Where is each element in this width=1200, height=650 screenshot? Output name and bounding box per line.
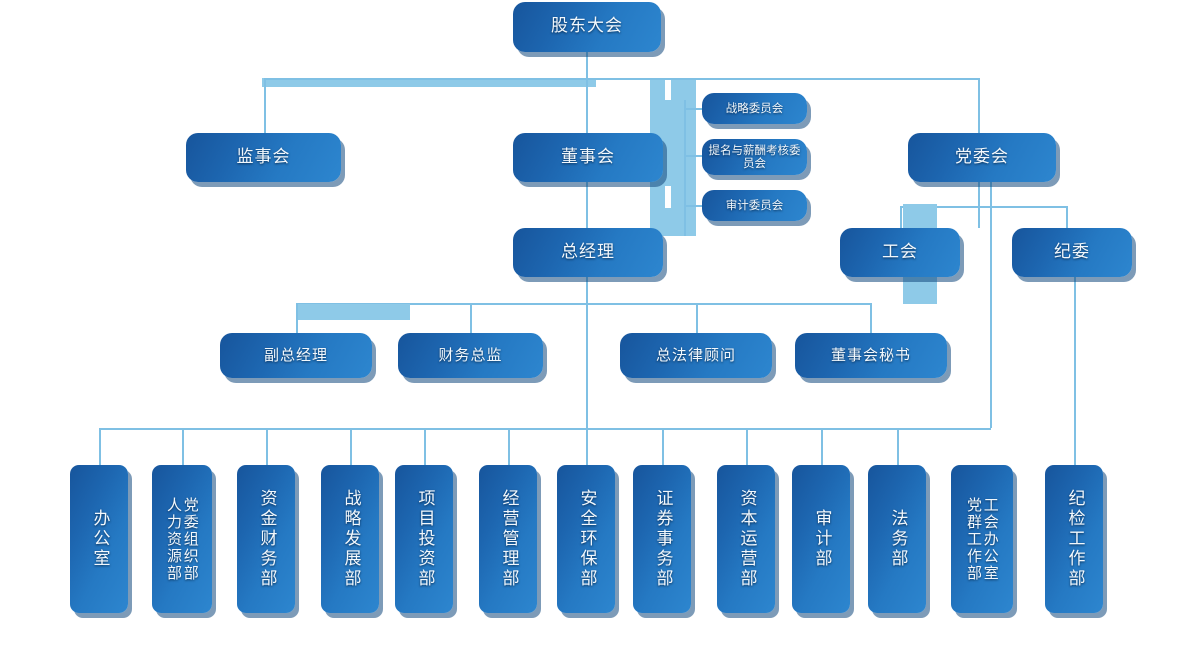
node-label: 项目投资部: [414, 489, 435, 589]
node-department-safety-environment[interactable]: 安全环保部: [557, 465, 615, 613]
connector-drop-supervisors: [264, 78, 266, 133]
node-department-project-investment[interactable]: 项目投资部: [395, 465, 453, 613]
connector-committee-strategy: [684, 108, 702, 110]
connector-band-top-bus: [262, 78, 596, 87]
connector-drop-dept-1: [99, 428, 101, 465]
node-label: 党委会: [955, 146, 1009, 167]
node-party-committee[interactable]: 党委会: [908, 133, 1056, 182]
node-department-party-org-hr[interactable]: 党委组织部人力资源部: [152, 465, 212, 613]
node-board-of-supervisors[interactable]: 监事会: [186, 133, 341, 182]
node-general-manager[interactable]: 总经理: [513, 228, 663, 277]
node-label: 董事会: [561, 146, 615, 167]
node-department-discipline-inspection[interactable]: 纪检工作部: [1045, 465, 1103, 613]
node-strategy-committee[interactable]: 战略委员会: [702, 93, 807, 124]
node-label: 总经理: [561, 241, 615, 262]
node-label: 工会办公室: [981, 496, 1000, 582]
node-department-operations-mgmt[interactable]: 经营管理部: [479, 465, 537, 613]
node-label: 法务部: [887, 509, 908, 569]
connector-party-bus: [900, 206, 1067, 208]
node-label: 资本运营部: [736, 489, 757, 589]
connector-drop-dept-3: [266, 428, 268, 465]
node-label: 战略委员会: [725, 100, 784, 115]
connector-drop-dept-5: [424, 428, 426, 465]
node-cfo[interactable]: 财务总监: [398, 333, 543, 378]
node-label: 证券事务部: [652, 489, 673, 589]
node-general-counsel[interactable]: 总法律顾问: [620, 333, 772, 378]
connector-officer-bus: [296, 303, 872, 305]
node-label: 股东大会: [551, 16, 623, 37]
connector-committee-riser: [684, 100, 686, 236]
node-label: 审计委员会: [725, 197, 784, 212]
connector-shareholders-stem: [586, 52, 588, 78]
connector-committee-nomination: [684, 155, 702, 157]
node-board-of-directors[interactable]: 董事会: [513, 133, 663, 182]
node-label: 审计部: [811, 509, 832, 569]
node-label: 董事会秘书: [830, 345, 911, 364]
node-label: 人力资源部: [165, 496, 183, 582]
node-board-secretary[interactable]: 董事会秘书: [795, 333, 947, 378]
node-label: 总法律顾问: [655, 345, 736, 364]
node-label: 资金财务部: [256, 489, 277, 589]
connector-drop-labor-union: [900, 206, 902, 228]
connector-drop-dept-7: [586, 428, 588, 465]
connector-drop-dept-8: [662, 428, 664, 465]
node-label: 战略发展部: [340, 489, 361, 589]
connector-drop-dept-2: [182, 428, 184, 465]
connector-drop-dept-10: [821, 428, 823, 465]
node-label: 副总经理: [263, 345, 328, 364]
node-label: 安全环保部: [576, 489, 597, 589]
node-department-capital-operations[interactable]: 资本运营部: [717, 465, 775, 613]
connector-drop-party-committee: [978, 78, 980, 133]
connector-department-bus: [99, 428, 991, 430]
node-label: 财务总监: [438, 345, 503, 364]
department-label-stack: 工会办公室党群工作部: [965, 465, 1000, 613]
node-department-union-office-party-mass[interactable]: 工会办公室党群工作部: [951, 465, 1013, 613]
connector-band-committee-gap-2: [665, 186, 671, 208]
connector-drop-board: [586, 78, 588, 133]
node-department-legal-dept[interactable]: 法务部: [868, 465, 926, 613]
connector-band-officer-bus: [298, 304, 410, 320]
connector-committee-audit: [684, 205, 702, 207]
node-label: 提名与薪酬考核委员会: [708, 142, 801, 170]
node-label: 监事会: [236, 146, 291, 167]
connector-drop-board-secretary: [870, 303, 872, 333]
connector-board-to-gm: [586, 182, 588, 228]
connector-drop-dept-11: [897, 428, 899, 465]
connector-discipline-to-dept: [1074, 277, 1076, 465]
node-label: 党委组织部: [181, 496, 200, 582]
connector-drop-cfo: [470, 303, 472, 333]
node-department-strategy-dev[interactable]: 战略发展部: [321, 465, 379, 613]
connector-gm-stem: [586, 277, 588, 304]
node-label: 党群工作部: [965, 496, 983, 582]
node-deputy-general-manager[interactable]: 副总经理: [220, 333, 372, 378]
connector-band-committee-gap-1: [665, 78, 671, 100]
connector-drop-dept-6: [508, 428, 510, 465]
node-audit-committee[interactable]: 审计委员会: [702, 190, 807, 221]
node-department-office[interactable]: 办公室: [70, 465, 128, 613]
node-label: 经营管理部: [498, 489, 519, 589]
connector-gm-to-dept-stem: [586, 303, 588, 428]
department-label-stack: 党委组织部人力资源部: [165, 465, 200, 613]
connector-drop-general-counsel: [696, 303, 698, 333]
node-department-securities-affairs[interactable]: 证券事务部: [633, 465, 691, 613]
connector-drop-discipline: [1066, 206, 1068, 228]
node-label: 纪检工作部: [1064, 489, 1085, 589]
node-label: 工会: [882, 241, 918, 262]
connector-drop-dept-9: [746, 428, 748, 465]
node-shareholders-meeting[interactable]: 股东大会: [513, 2, 661, 52]
node-department-finance[interactable]: 资金财务部: [237, 465, 295, 613]
connector-top-bus: [264, 78, 980, 80]
connector-drop-deputy-gm: [296, 303, 298, 333]
connector-drop-dept-4: [350, 428, 352, 465]
node-discipline-commission[interactable]: 纪委: [1012, 228, 1132, 277]
node-labor-union[interactable]: 工会: [840, 228, 960, 277]
connector-union-to-dept: [990, 182, 992, 428]
node-label: 纪委: [1054, 241, 1090, 262]
node-label: 办公室: [89, 509, 110, 569]
connector-party-stem: [978, 182, 980, 228]
node-nomination-compensation-committee[interactable]: 提名与薪酬考核委员会: [702, 139, 807, 175]
node-department-audit-dept[interactable]: 审计部: [792, 465, 850, 613]
